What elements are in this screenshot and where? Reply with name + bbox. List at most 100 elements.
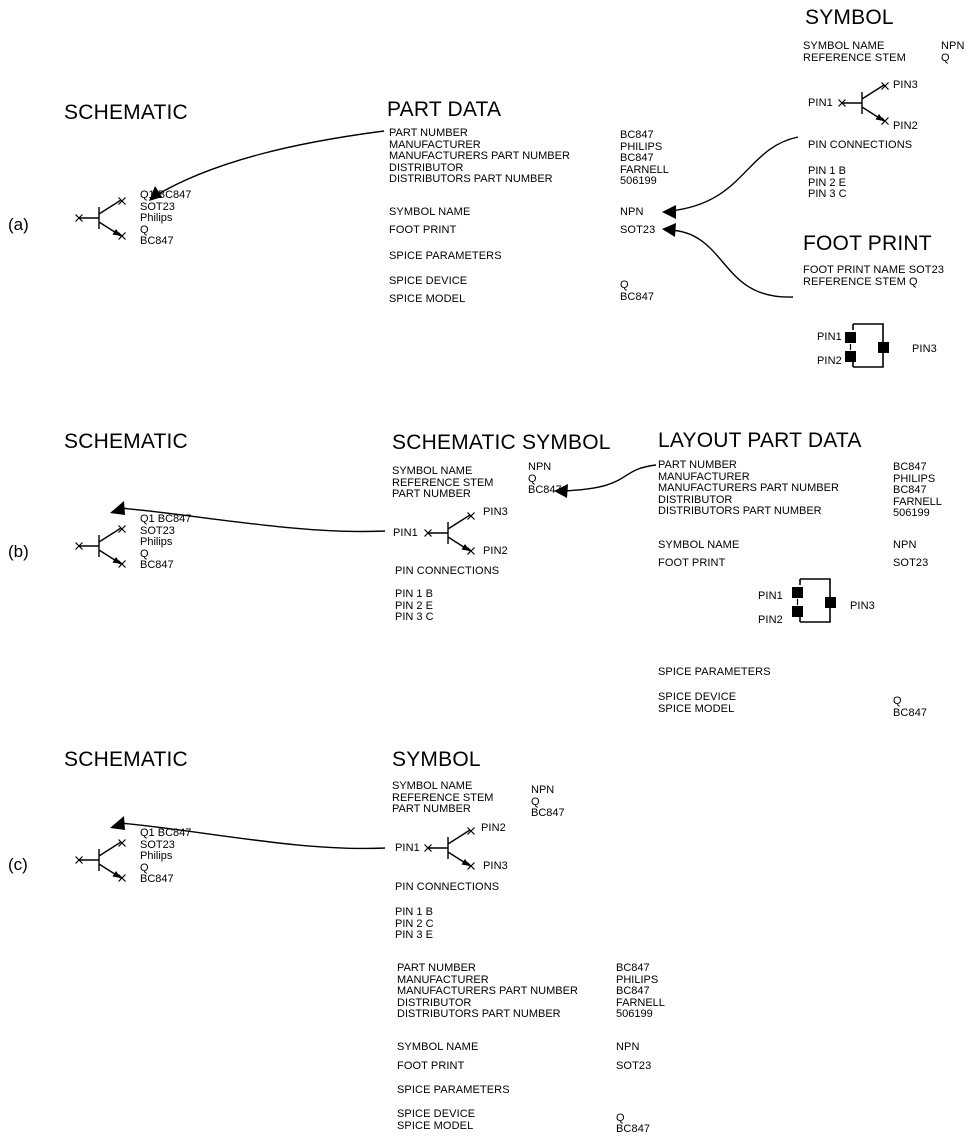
a-symbol-name-value: NPN <box>620 206 644 218</box>
a-part-value: FARNELL <box>620 163 669 176</box>
a-part-value: 506199 <box>620 175 657 188</box>
b-layout-values: BC847 PHILIPS BC847 FARNELL 506199 <box>893 461 942 520</box>
b-schematic-transistor-symbol <box>74 524 127 569</box>
b-schematic-attributes: Q1 BC847 SOT23 Philips Q BC847 <box>140 513 192 572</box>
b-symbol-pin-entry: PIN 1 B <box>395 588 433 600</box>
a-arrow-partdata-to-schematic <box>154 130 385 197</box>
a-symbol-pin-connections: PIN CONNECTIONS <box>808 139 913 151</box>
a-symbol-pin-list: PIN 1 B PIN 2 E PIN 3 C <box>808 165 847 201</box>
a-arrow-symbol-to-partdata <box>669 136 799 212</box>
c-symbol-pin3: PIN3 <box>483 860 508 872</box>
b-layout-pin2: PIN2 <box>758 614 783 626</box>
a-symbol-title: SYMBOL <box>805 6 894 29</box>
c-symbol-fields: SYMBOL NAME REFERENCE STEM PART NUMBER <box>392 780 494 816</box>
a-footprint-pin2: PIN2 <box>817 355 842 367</box>
c-symbol-field: SYMBOL NAME <box>392 780 473 792</box>
c-part-field: MANUFACTURER <box>397 973 489 986</box>
c-symbol-pin-entry: PIN 1 B <box>395 906 433 918</box>
b-schematic-line: BC847 <box>140 559 174 572</box>
c-part-values: BC847 PHILIPS BC847 FARNELL 506199 <box>616 962 665 1021</box>
b-layout-field: MANUFACTURERS PART NUMBER <box>658 482 839 495</box>
b-symbol-pin2: PIN2 <box>483 545 508 557</box>
c-symbol-pin-entry: PIN 3 E <box>395 929 433 942</box>
c-symbol-pin2: PIN2 <box>481 822 506 834</box>
b-symbol-value: NPN <box>528 461 552 473</box>
a-symbol-pin-entry: PIN 1 B <box>808 165 846 177</box>
a-part-data-title: PART DATA <box>387 98 502 121</box>
a-part-data-fields: PART NUMBER MANUFACTURER MANUFACTURERS P… <box>389 127 570 186</box>
c-schematic-line: BC847 <box>140 873 174 886</box>
b-symbol-pin3: PIN3 <box>483 506 508 518</box>
c-spice-model-label: SPICE MODEL <box>397 1120 474 1132</box>
b-arrow-layout-to-symbol <box>561 464 657 492</box>
a-foot-print-label: FOOT PRINT <box>389 224 457 236</box>
b-layout-value: FARNELL <box>893 495 942 508</box>
panel-b-label: (b) <box>8 542 29 561</box>
a-symbol-transistor <box>837 81 890 126</box>
b-symbol-pin1: PIN1 <box>393 527 418 539</box>
a-part-field: MANUFACTURERS PART NUMBER <box>389 150 570 163</box>
a-schematic-line: Q1 BC847 <box>140 189 192 201</box>
c-part-field: PART NUMBER <box>397 962 476 974</box>
b-symbol-field: SYMBOL NAME <box>392 465 473 477</box>
c-schematic-transistor-symbol <box>74 838 127 883</box>
a-spice-parameters: SPICE PARAMETERS <box>389 250 502 262</box>
c-schematic-line: Philips <box>140 850 173 863</box>
c-schematic-line: Q <box>140 861 149 874</box>
b-symbol-values: NPN Q BC847 <box>528 461 562 497</box>
c-schematic-attributes: Q1 BC847 SOT23 Philips Q BC847 <box>140 827 191 886</box>
c-part-field: DISTRIBUTORS PART NUMBER <box>397 1008 561 1021</box>
a-spice-model-label: SPICE MODEL <box>389 293 466 305</box>
b-symbol-pin-list: PIN 1 B PIN 2 E PIN 3 C <box>395 588 434 624</box>
a-footprint-title: FOOT PRINT <box>803 232 932 255</box>
a-schematic-attributes: Q1 BC847 SOT23 Philips Q BC847 <box>140 189 192 248</box>
a-part-field: MANUFACTURER <box>389 138 481 151</box>
c-spice-parameters: SPICE PARAMETERS <box>397 1084 510 1096</box>
b-arrowhead-part-number <box>554 484 568 498</box>
b-symbol-value: Q <box>528 472 537 485</box>
a-spice-model-value: BC847 <box>620 291 655 303</box>
b-schematic-line: Q <box>140 547 149 560</box>
a-arrowhead-foot-print <box>662 223 676 237</box>
a-footprint-pin1: PIN1 <box>817 331 842 343</box>
b-schematic-line: Q1 BC847 <box>140 513 192 525</box>
a-arrow-footprint-to-partdata <box>669 229 794 298</box>
c-arrowhead-schematic <box>110 816 125 830</box>
c-spice-device-value: Q <box>616 1112 625 1124</box>
c-part-field: MANUFACTURERS PART NUMBER <box>397 985 578 998</box>
c-symbol-name-label: SYMBOL NAME <box>397 1041 479 1053</box>
b-symbol-pin-entry: PIN 2 E <box>395 599 433 612</box>
b-layout-field: PART NUMBER <box>658 459 737 471</box>
b-schematic-title: SCHEMATIC <box>64 430 188 453</box>
b-layout-value: BC847 <box>893 461 927 473</box>
b-arrowhead-schematic <box>110 501 125 515</box>
c-symbol-pin1: PIN1 <box>395 842 420 854</box>
c-arrow-symbol-to-schematic <box>119 822 386 850</box>
b-schematic-line: SOT23 <box>140 524 175 537</box>
a-symbol-symbol-name-label: SYMBOL NAME <box>803 40 885 52</box>
a-part-field: PART NUMBER <box>389 127 468 139</box>
a-part-value: PHILIPS <box>620 140 663 153</box>
a-symbol-reference-stem-value: Q <box>941 52 950 64</box>
b-layout-spice-device-label: SPICE DEVICE <box>658 691 737 703</box>
c-symbol-field: REFERENCE STEM <box>392 791 494 804</box>
a-symbol-reference-stem-label: REFERENCE STEM <box>803 52 906 64</box>
b-symbol-field: PART NUMBER <box>392 488 471 501</box>
a-part-value: BC847 <box>620 152 654 165</box>
c-schematic-title: SCHEMATIC <box>64 748 188 771</box>
a-arrowhead-symbol-name <box>662 205 676 219</box>
b-layout-field: MANUFACTURER <box>658 470 750 483</box>
b-layout-part-data-title: LAYOUT PART DATA <box>658 429 862 452</box>
a-symbol-name-label: SYMBOL NAME <box>389 206 471 218</box>
b-layout-value: PHILIPS <box>893 472 936 485</box>
c-part-field: DISTRIBUTOR <box>397 996 472 1009</box>
c-symbol-value: NPN <box>531 784 555 796</box>
a-schematic-transistor-symbol <box>74 196 127 241</box>
b-symbol-pin-connections: PIN CONNECTIONS <box>395 565 500 577</box>
c-symbol-value: Q <box>531 795 540 808</box>
b-layout-symbol-name-value: NPN <box>893 539 917 551</box>
panel-a-label: (a) <box>8 215 29 234</box>
b-layout-pin3: PIN3 <box>850 600 875 612</box>
a-symbol-pin3: PIN3 <box>893 79 918 91</box>
b-arrow-symbol-to-schematic <box>119 507 386 533</box>
